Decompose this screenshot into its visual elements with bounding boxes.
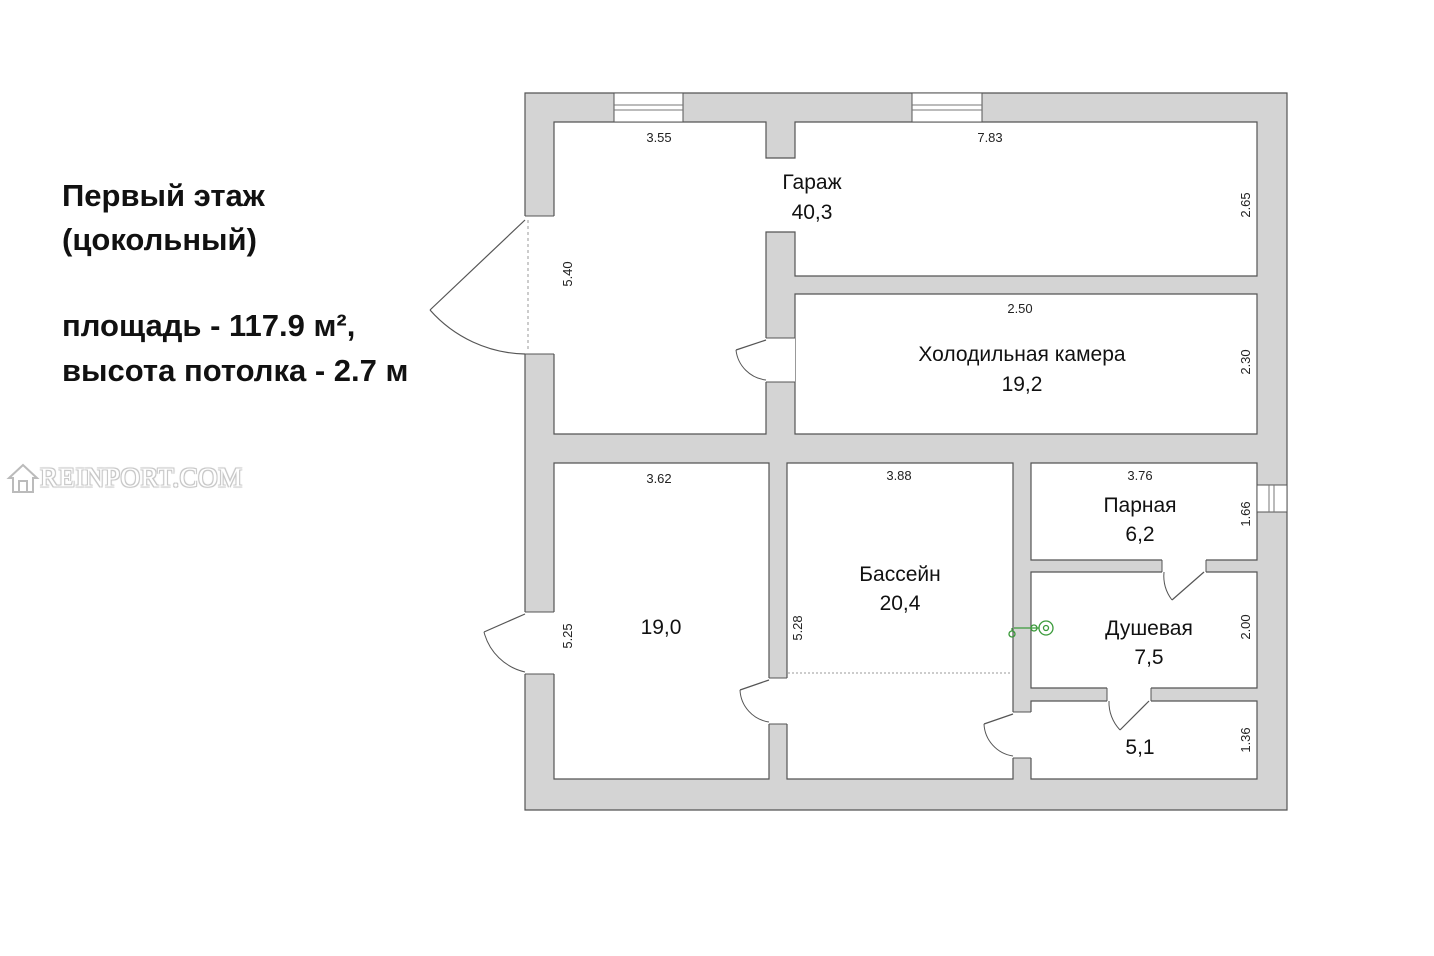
ceiling-height: высота потолка - 2.7 м (62, 353, 409, 388)
door-steam-shower (1161, 559, 1207, 601)
watermark-text: REINPORT.COM (40, 462, 243, 493)
dim-room-left-side: 5.25 (560, 623, 575, 648)
door-room-pool (739, 677, 788, 725)
window-steam (1256, 484, 1288, 513)
pool-name: Бассейн (859, 563, 940, 586)
door-pool-small (983, 711, 1032, 759)
dim-small-right: 1.36 (1238, 727, 1253, 752)
floor-title: Первый этаж (62, 178, 265, 213)
window-garage-left (613, 92, 684, 123)
room-left-area: 19,0 (641, 616, 682, 639)
dim-pool-side: 5.28 (790, 615, 805, 640)
house-icon (6, 463, 40, 493)
dim-cold-right: 2.30 (1238, 349, 1253, 374)
cold-room-area: 19,2 (1002, 373, 1043, 396)
dim-garage-left: 5.40 (560, 261, 575, 286)
steam-room-area: 6,2 (1125, 523, 1154, 546)
small-room-area: 5,1 (1125, 736, 1154, 759)
door-left-room (483, 611, 555, 675)
garage-name: Гараж (782, 171, 841, 194)
dim-garage-top-right: 7.83 (977, 130, 1002, 145)
dim-shower-right: 2.00 (1238, 614, 1253, 639)
dim-cold-top: 2.50 (1007, 301, 1032, 316)
floor-subtitle: (цокольный) (62, 222, 257, 257)
garage-gate (429, 215, 555, 355)
shower-area: 7,5 (1134, 646, 1163, 669)
dim-room-left-top: 3.62 (646, 471, 671, 486)
dim-pool-top: 3.88 (886, 468, 911, 483)
wall-mass (524, 92, 1288, 811)
dim-garage-right: 2.65 (1238, 192, 1253, 217)
shower-name: Душевая (1105, 617, 1193, 640)
dim-garage-top-left: 3.55 (646, 130, 671, 145)
steam-room-name: Парная (1103, 494, 1176, 517)
pool-area: 20,4 (880, 592, 921, 615)
door-garage-cold (735, 337, 795, 383)
watermark: REINPORT.COM (6, 460, 243, 500)
dim-steam-right: 1.66 (1238, 501, 1253, 526)
floor-area: площадь - 117.9 м², (62, 308, 356, 343)
garage-area: 40,3 (792, 201, 833, 224)
shower-fixture-icon (1008, 620, 1054, 638)
door-shower-small (1106, 687, 1152, 731)
dim-steam-top: 3.76 (1127, 468, 1152, 483)
cold-room-name: Холодильная камера (918, 343, 1125, 366)
window-garage-right (911, 92, 983, 123)
